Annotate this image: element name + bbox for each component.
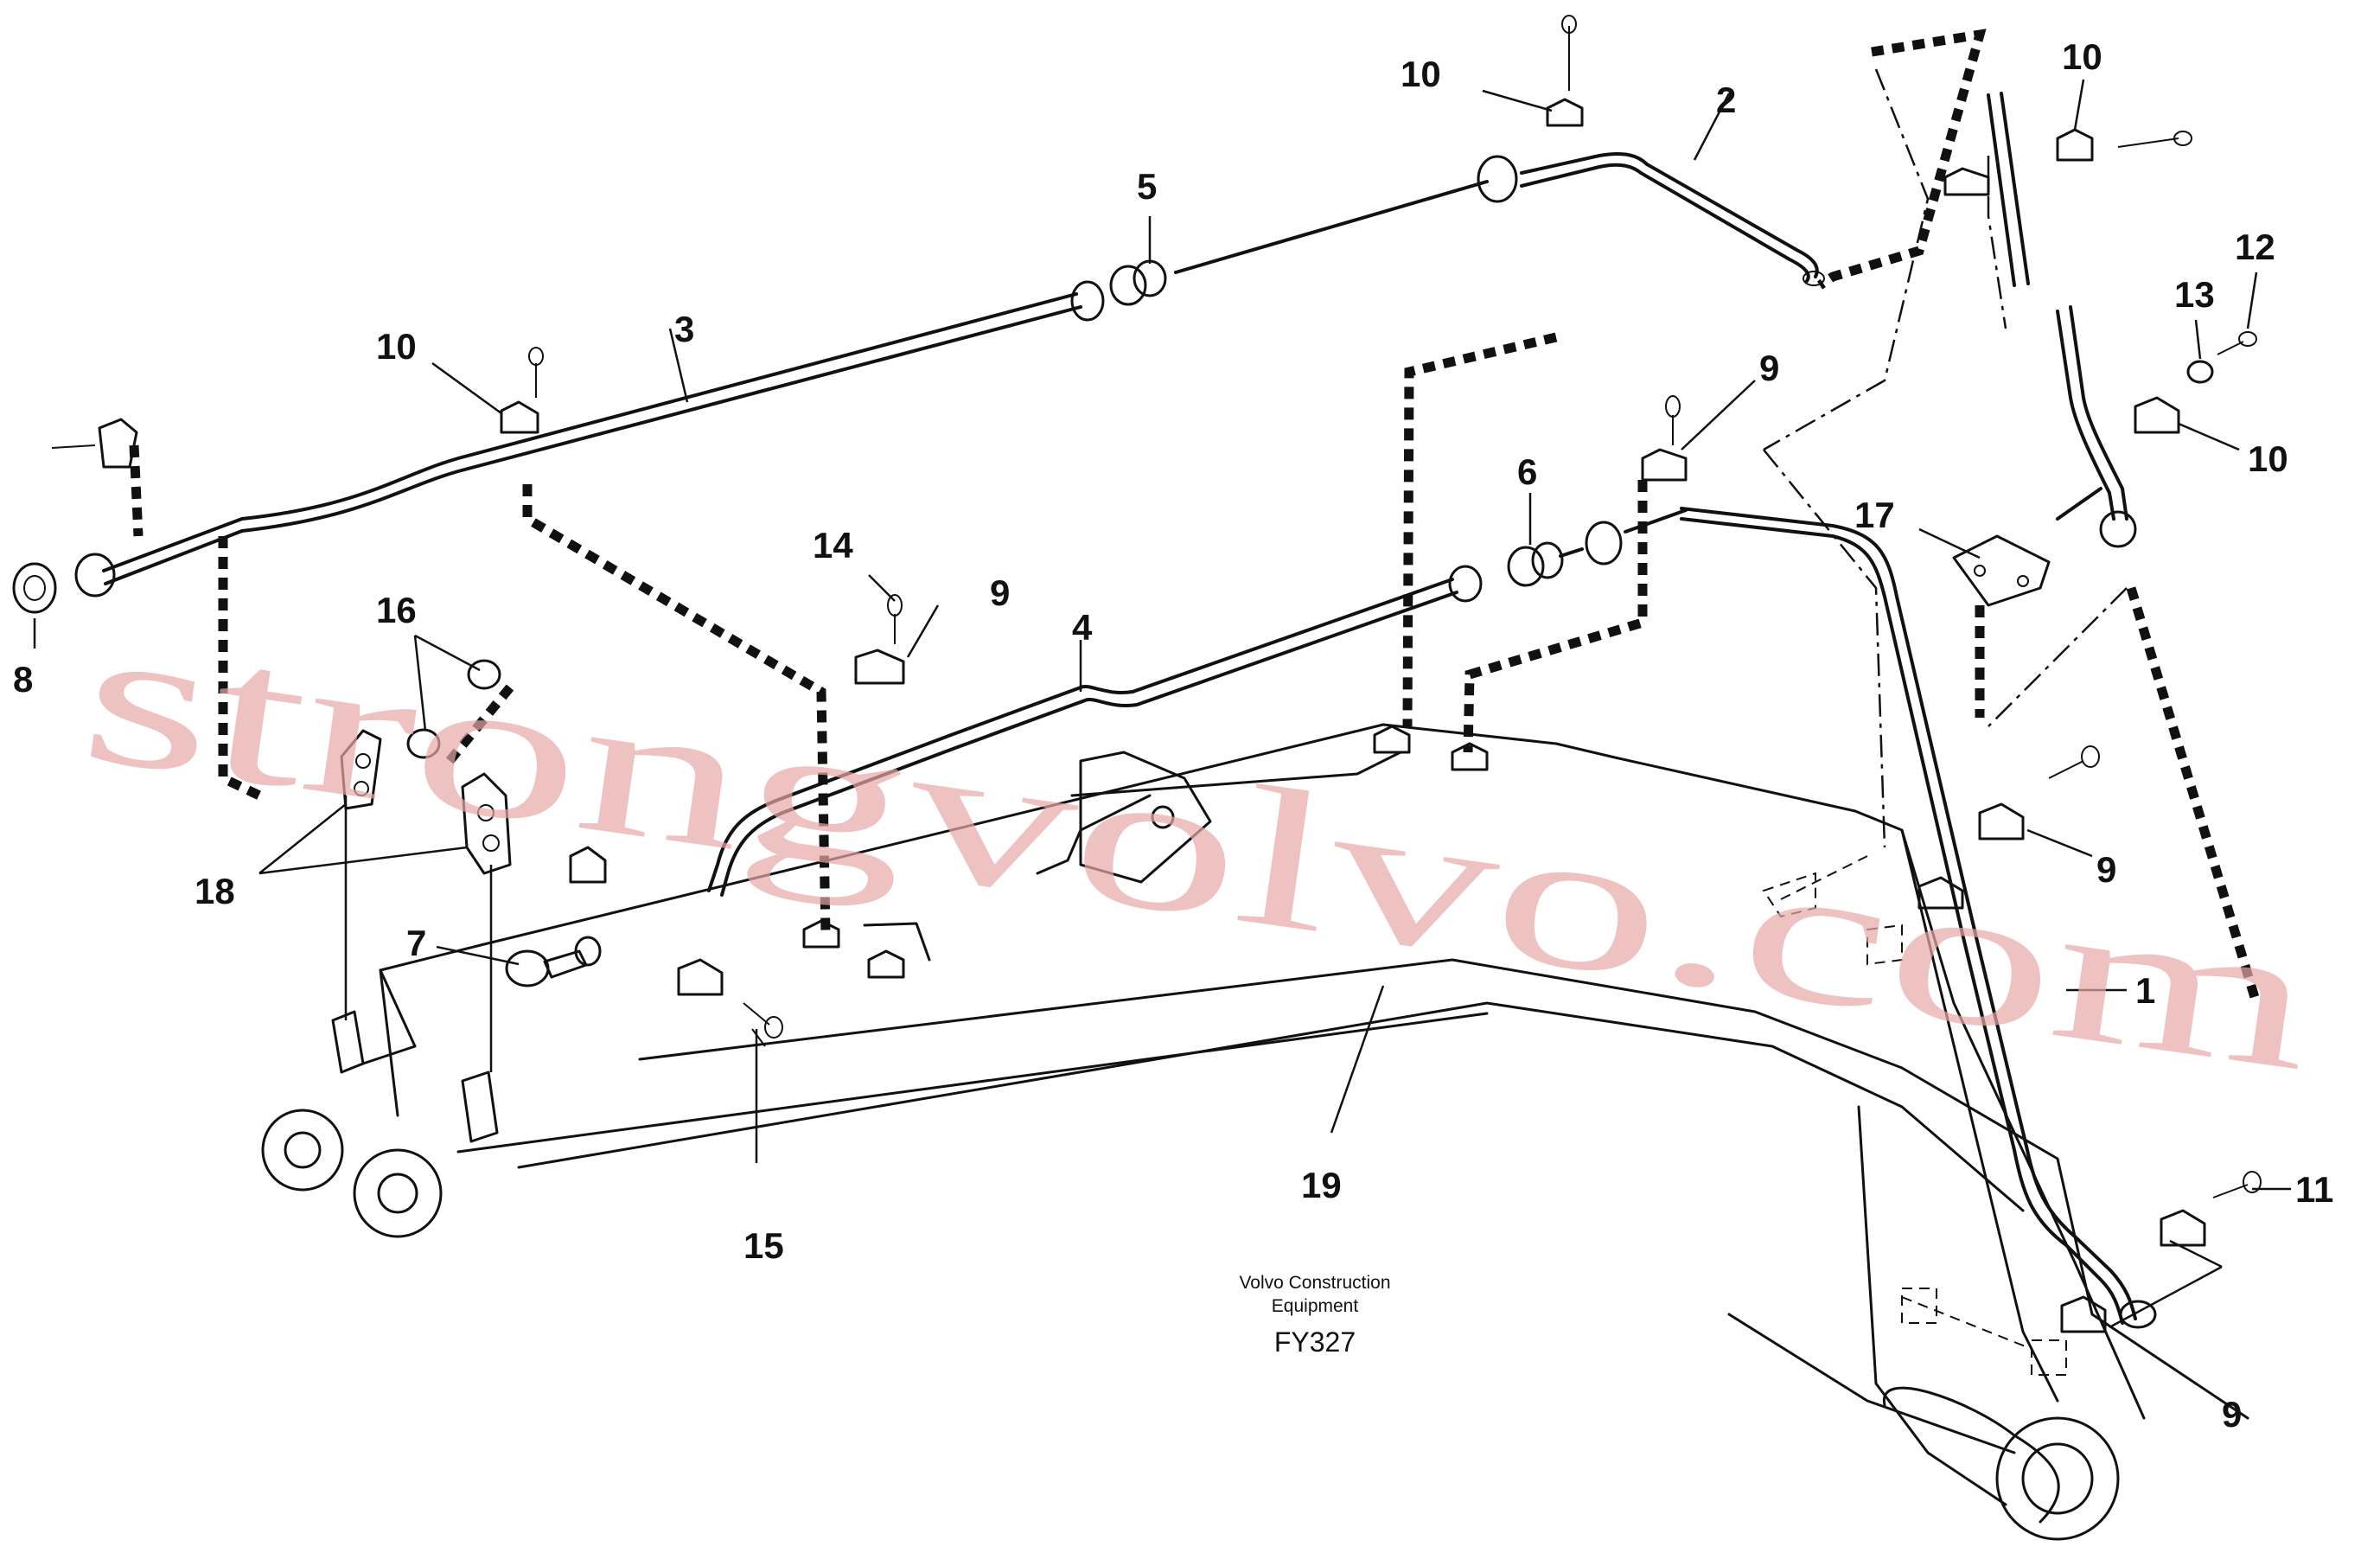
callout-17: 17	[1854, 495, 1895, 535]
callout-2: 2	[1716, 80, 1736, 120]
callout-10-top: 10	[1401, 54, 1441, 94]
dashed-connections	[129, 29, 2262, 1005]
callout-16: 16	[376, 590, 417, 630]
pipe-2	[1477, 152, 1825, 286]
caption: Volvo Construction Equipment FY327	[1239, 1273, 1390, 1358]
callout-13: 13	[2174, 274, 2215, 315]
callout-15: 15	[743, 1225, 784, 1266]
pipe-4	[707, 508, 1688, 897]
callout-3: 3	[674, 309, 694, 349]
callout-6: 6	[1517, 451, 1537, 492]
leader-lines	[33, 79, 2291, 1329]
pipe-3	[12, 180, 1489, 614]
callout-9-mid: 9	[990, 572, 1010, 613]
callout-9-top: 9	[1759, 348, 1779, 388]
callout-4: 4	[1072, 607, 1093, 648]
callout-12: 12	[2235, 227, 2275, 267]
callout-1: 1	[2135, 970, 2155, 1011]
callout-8: 8	[13, 659, 33, 700]
callout-7: 7	[406, 923, 426, 963]
drawing-code: FY327	[1274, 1326, 1356, 1358]
pipe-1	[1680, 507, 2157, 1329]
caption-line-2: Equipment	[1272, 1296, 1359, 1316]
callout-10-left: 10	[376, 326, 417, 367]
boom-structure	[261, 723, 2249, 1541]
pipe-elbow-right	[1987, 92, 2137, 548]
centerlines	[1763, 68, 2128, 848]
callouts: 1 2 3 4 5 6 7 8 9 9 9 9 10 10 10 10 11 1…	[13, 36, 2333, 1435]
callout-10-right-top: 10	[2062, 36, 2102, 77]
callout-18: 18	[195, 871, 235, 911]
callout-11: 11	[2295, 1169, 2333, 1210]
mounting-brackets	[331, 729, 512, 1143]
clamps	[51, 15, 2262, 1333]
callout-10-right-bottom: 10	[2248, 438, 2288, 479]
callout-19: 19	[1301, 1165, 1342, 1205]
callout-9-bottom: 9	[2222, 1394, 2242, 1435]
callout-5: 5	[1137, 166, 1157, 207]
caption-line-1: Volvo Construction	[1239, 1273, 1390, 1293]
plug-7	[505, 936, 602, 987]
callout-14: 14	[813, 525, 853, 566]
callout-9-right: 9	[2096, 849, 2116, 890]
